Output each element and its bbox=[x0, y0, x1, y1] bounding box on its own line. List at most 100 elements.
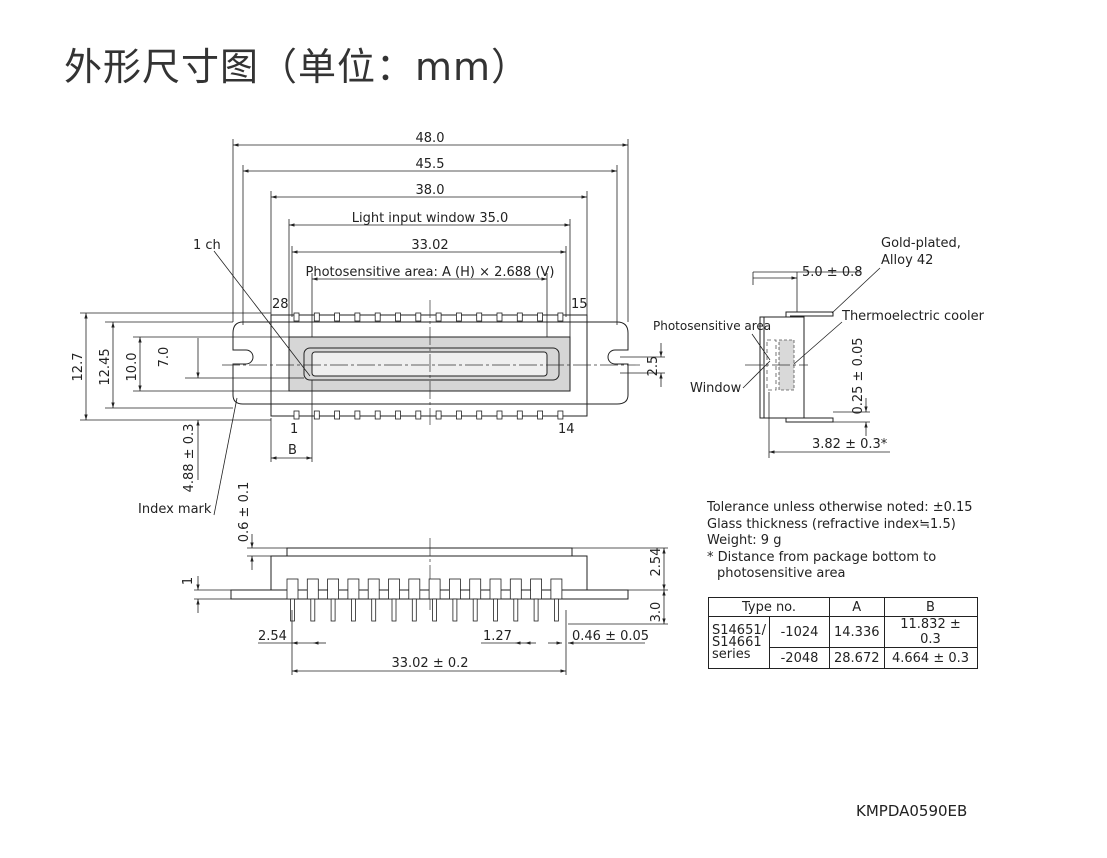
pin-lead bbox=[557, 410, 564, 420]
pin-lead bbox=[334, 410, 341, 420]
a-2048: 28.672 bbox=[829, 647, 885, 669]
front-view: 0.6 ± 0.1 1 2.54 3.0 2.54 1.27 0.46 ± 0.… bbox=[181, 482, 668, 675]
pin-lead bbox=[293, 312, 300, 322]
dim-3-0-label: 3.0 bbox=[649, 602, 664, 623]
pin-lead bbox=[537, 410, 543, 420]
pin-leg bbox=[411, 598, 417, 622]
glass-note: Glass thickness (refractive index≒1.5) bbox=[707, 516, 956, 532]
document-code: KMPDA0590EB bbox=[856, 802, 968, 820]
pin-14-label: 14 bbox=[558, 422, 575, 437]
notes-block: Tolerance unless otherwise noted: ±0.15 … bbox=[707, 500, 973, 583]
dim-2-5-label: 2.5 bbox=[646, 356, 661, 377]
dim-3-82-label: 3.82 ± 0.3* bbox=[812, 437, 888, 452]
pin-lead bbox=[557, 312, 564, 322]
pin-leg bbox=[533, 598, 539, 622]
pin-lead bbox=[455, 312, 462, 322]
dim-48-label: 48.0 bbox=[416, 131, 445, 146]
dim-7-label: 7.0 bbox=[157, 347, 172, 368]
dim-1-27-label: 1.27 bbox=[483, 629, 512, 644]
distance-note-2: photosensitive area bbox=[717, 566, 846, 581]
pin-15-label: 15 bbox=[571, 297, 588, 312]
pin-shoulder bbox=[530, 578, 542, 600]
pin-leg bbox=[432, 598, 438, 622]
pin-lead bbox=[415, 410, 422, 420]
pin-shoulder bbox=[306, 578, 319, 600]
pin-lead bbox=[415, 312, 422, 322]
ch1-label: 1 ch bbox=[193, 238, 221, 253]
pin-shoulder bbox=[388, 578, 400, 600]
pin-lead bbox=[313, 410, 320, 420]
b-1024: 11.832 ± 0.3 bbox=[883, 616, 978, 648]
b-2048: 4.664 ± 0.3 bbox=[883, 647, 978, 669]
type-header: Type no. bbox=[708, 597, 830, 617]
pin-lead bbox=[354, 312, 361, 322]
thermoelectric-cooler-label: Thermoelectric cooler bbox=[841, 309, 985, 324]
pin-leg bbox=[452, 598, 458, 622]
pin-shoulder bbox=[347, 578, 360, 600]
pin-lead bbox=[435, 410, 442, 420]
dim-0-46-label: 0.46 ± 0.05 bbox=[572, 629, 649, 644]
type-1024: -1024 bbox=[769, 616, 830, 648]
dim-1-label: 1 bbox=[181, 577, 196, 585]
pin-leg bbox=[330, 598, 336, 622]
a-header: A bbox=[829, 597, 885, 617]
pin-lead bbox=[395, 410, 401, 420]
dim-33-02-label: 33.02 bbox=[411, 238, 448, 253]
pin-lead bbox=[293, 410, 300, 420]
series-line-1: S14651/ bbox=[712, 622, 766, 638]
top-view: 48.0 45.5 38.0 Light input window 35.0 3… bbox=[71, 131, 665, 517]
pin-lead bbox=[516, 312, 523, 322]
dim-4-88-label: 4.88 ± 0.3 bbox=[182, 424, 197, 493]
pin-shoulder bbox=[550, 578, 563, 600]
a-1024: 14.336 bbox=[829, 616, 885, 648]
series-line-2: S14661 bbox=[712, 634, 762, 650]
index-mark-label: Index mark bbox=[138, 502, 212, 517]
pin-lead bbox=[374, 410, 381, 420]
pin-lead bbox=[476, 410, 483, 420]
pin-lead bbox=[516, 410, 523, 420]
dim-12-45-label: 12.45 bbox=[98, 348, 113, 385]
dim-10-label: 10.0 bbox=[125, 353, 140, 382]
pin-lead bbox=[374, 312, 381, 322]
side-view: 5.0 ± 0.8 Gold-plated, Alloy 42 Photosen… bbox=[653, 236, 985, 458]
tolerance-note: Tolerance unless otherwise noted: ±0.15 bbox=[707, 500, 973, 515]
pin-leg bbox=[391, 598, 397, 622]
dim-b-label: B bbox=[288, 443, 297, 458]
distance-note-1: * Distance from package bottom to bbox=[707, 549, 937, 565]
light-input-window-label: Light input window 35.0 bbox=[352, 211, 509, 226]
dim-45-5-label: 45.5 bbox=[416, 157, 445, 172]
pin-leg bbox=[513, 598, 519, 622]
pin-lead bbox=[537, 312, 543, 322]
pin-lead bbox=[476, 312, 483, 322]
pin-lead bbox=[455, 410, 462, 420]
page-title: 外形尺寸图（单位：mm） bbox=[64, 45, 531, 89]
pin-leg bbox=[371, 598, 377, 622]
dim-2-54-label: 2.54 bbox=[258, 629, 287, 644]
pin-shoulder bbox=[509, 578, 522, 600]
pin-leg bbox=[554, 598, 559, 622]
photosensitive-area-label: Photosensitive area: A (H) × 2.688 (V) bbox=[306, 265, 555, 280]
pin-shoulder bbox=[428, 578, 441, 600]
pin-1-label: 1 bbox=[290, 422, 298, 437]
pin-leg bbox=[493, 598, 498, 622]
pin-lead bbox=[334, 312, 341, 322]
pin-lead bbox=[435, 312, 442, 322]
pin-lead bbox=[496, 312, 503, 322]
pin-shoulder bbox=[327, 578, 340, 600]
pin-shoulder bbox=[408, 578, 421, 600]
gold-plated-label: Gold-plated, bbox=[881, 236, 961, 251]
series-cell: S14651/ S14661 series bbox=[708, 616, 770, 669]
dim-33-02-front-label: 33.02 ± 0.2 bbox=[391, 656, 468, 671]
window-label: Window bbox=[690, 381, 742, 396]
weight-note: Weight: 9 g bbox=[707, 533, 782, 548]
side-photosensitive-area-label: Photosensitive area bbox=[653, 319, 771, 333]
pin-lead bbox=[395, 312, 401, 322]
pin-leg bbox=[472, 598, 478, 622]
pin-leg bbox=[290, 598, 295, 622]
pin-shoulder bbox=[367, 578, 380, 600]
type-2048: -2048 bbox=[769, 647, 830, 669]
pin-lead bbox=[354, 410, 361, 420]
alloy-label: Alloy 42 bbox=[881, 253, 933, 268]
pin-leg bbox=[350, 598, 356, 622]
